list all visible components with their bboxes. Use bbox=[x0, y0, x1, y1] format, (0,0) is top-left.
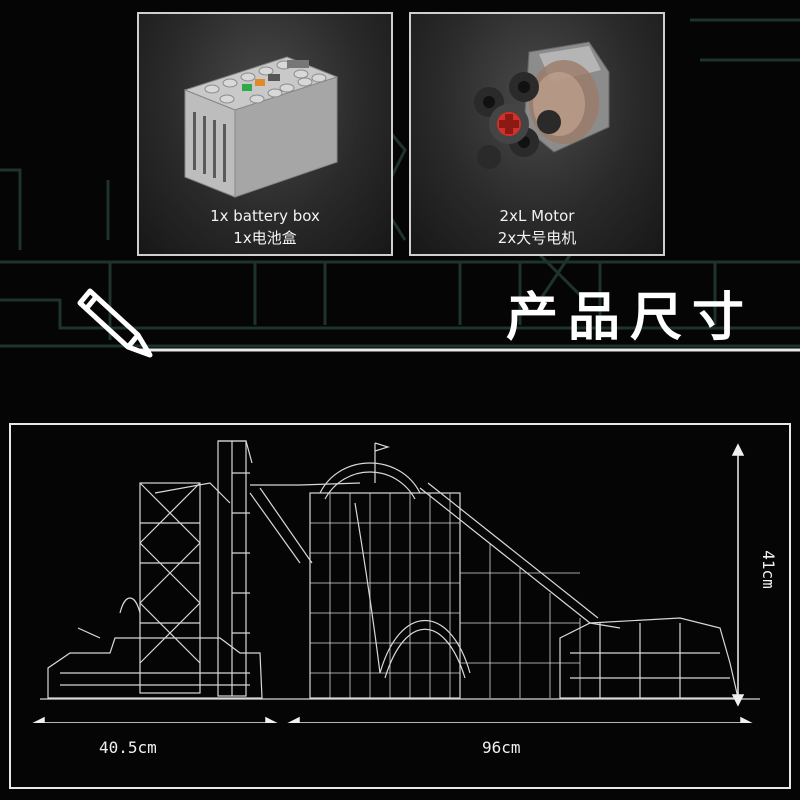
section-title: 产品尺寸 bbox=[505, 288, 754, 348]
l-motor-caption-en: 2xL Motor bbox=[499, 207, 575, 225]
pencil-icon bbox=[77, 288, 153, 358]
l-motor-icon bbox=[474, 41, 610, 169]
width-left-label: 40.5cm bbox=[95, 738, 161, 757]
l-motor-caption-cn: 2x大号电机 bbox=[497, 229, 577, 247]
battery-box-caption-cn: 1x电池盒 bbox=[233, 229, 297, 247]
battery-box-card: 1x battery box 1x电池盒 bbox=[137, 12, 393, 256]
battery-box-icon bbox=[183, 56, 339, 198]
battery-box-caption-en: 1x battery box bbox=[210, 207, 320, 225]
width-right-label: 96cm bbox=[478, 738, 525, 757]
height-label: 41cm bbox=[758, 546, 778, 593]
dimensions-frame bbox=[9, 423, 791, 789]
roller-coaster-model bbox=[32, 440, 760, 723]
background-lines bbox=[0, 18, 800, 348]
l-motor-card: 2xL Motor 2x大号电机 bbox=[409, 12, 665, 256]
title-underline bbox=[140, 348, 800, 352]
